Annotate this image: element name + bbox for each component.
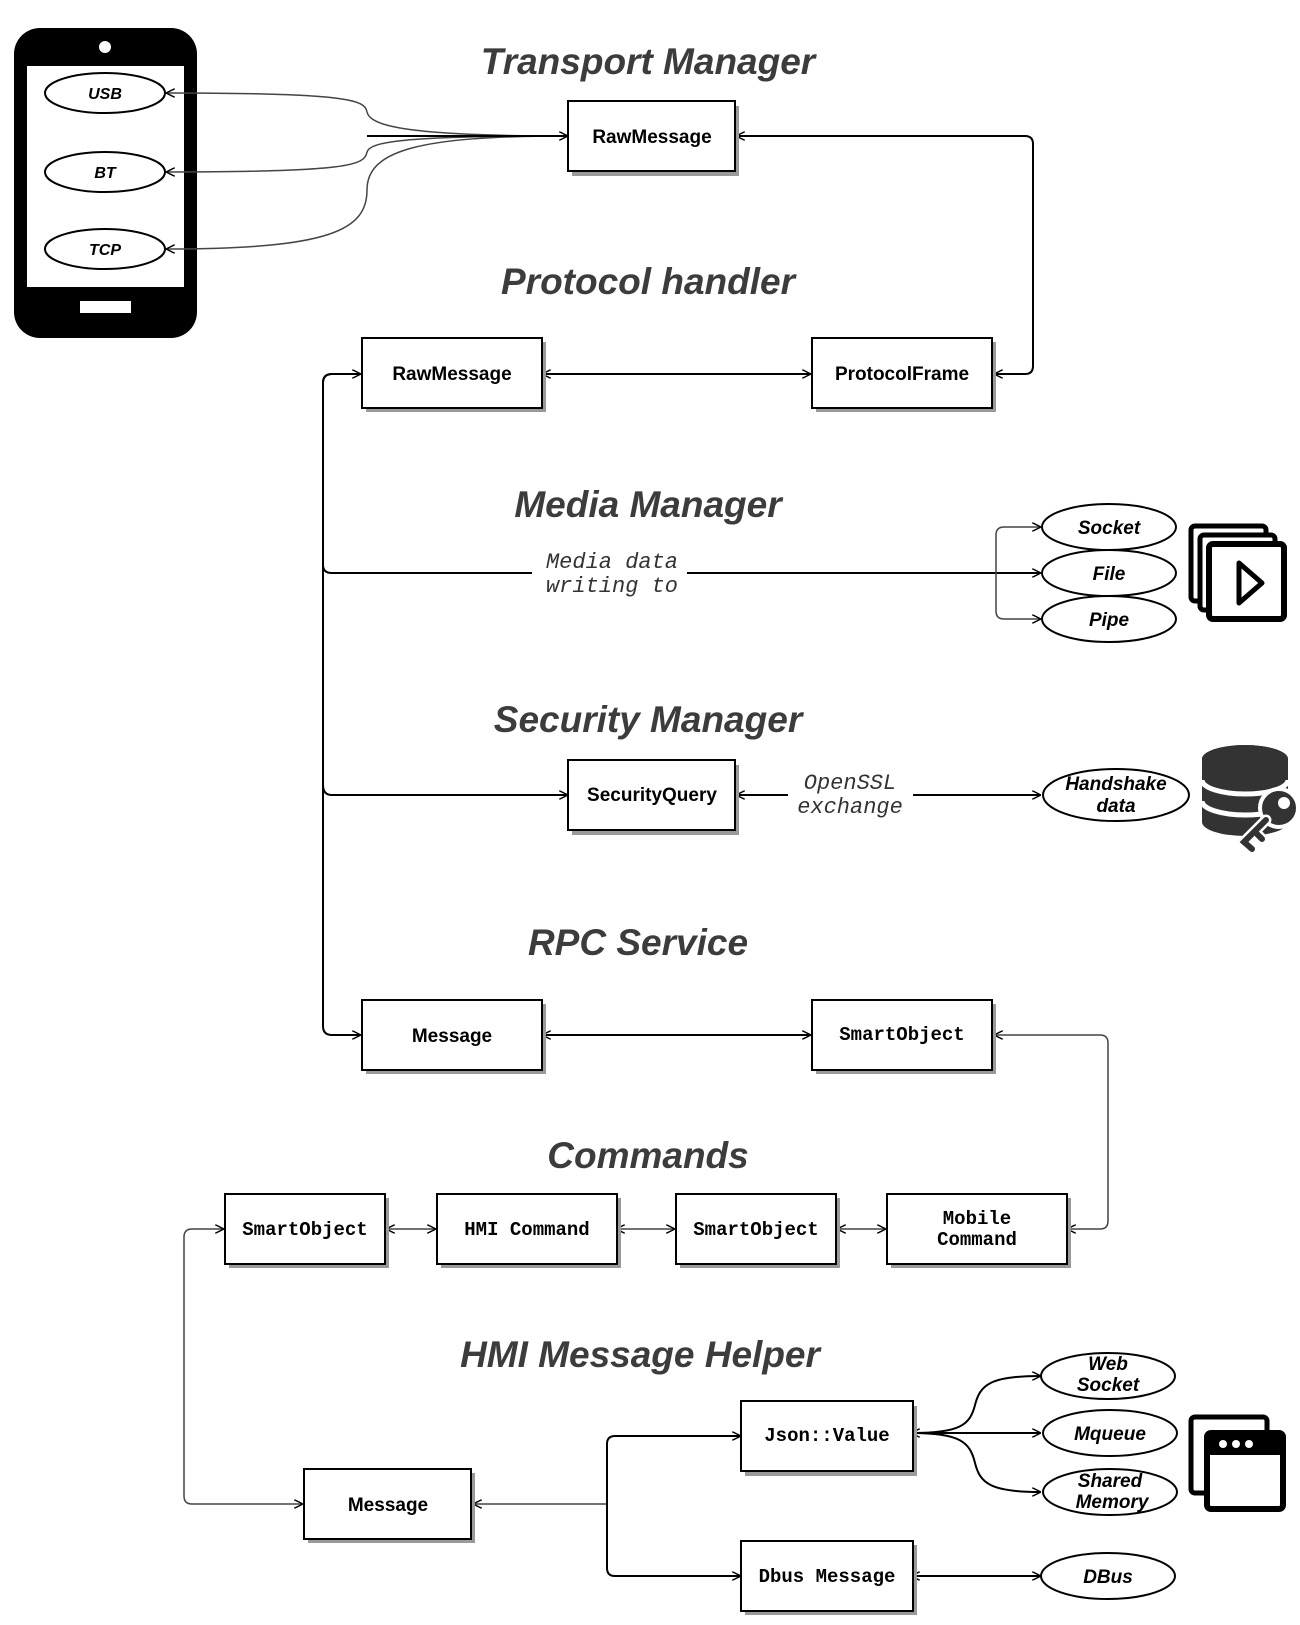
hmi-message-box: Message [303, 1468, 475, 1543]
section-title-hmi-message-helper: HMI Message Helper [460, 1334, 822, 1375]
media-play-icon [1188, 523, 1287, 622]
dbus-message-box: Dbus Message [740, 1540, 917, 1615]
section-title-rpc-service: RPC Service [528, 922, 748, 963]
commands-smartobject-label-2: SmartObject [693, 1219, 818, 1241]
protocolframe-label: ProtocolFrame [835, 364, 969, 385]
edge-usb [167, 93, 568, 137]
rpc-message-box: Message [361, 999, 546, 1074]
edge-json-websocket [912, 1376, 1040, 1433]
mobile-command-label-line1: Mobile [943, 1208, 1011, 1230]
edge-smartobject-hmimessage [183, 1229, 302, 1504]
openssl-edge-label-line2: exchange [797, 795, 903, 820]
handshake-label-line1: Handshake [1065, 774, 1167, 795]
web-socket-ellipse: Web Socket [1040, 1352, 1176, 1400]
openssl-edge-label-line1: OpenSSL [804, 771, 896, 796]
section-title-commands: Commands [547, 1135, 748, 1176]
usb-ellipse: USB [44, 72, 166, 114]
edge-bus-to-message [322, 373, 360, 1035]
handshake-label-line2: data [1096, 796, 1136, 817]
web-socket-label-line2: Socket [1077, 1375, 1140, 1396]
edge-json-sharedmemory [911, 1432, 1040, 1492]
edge-bus-to-rawmessage [322, 374, 360, 384]
edge-branch-jsonvalue [605, 1436, 740, 1505]
rpc-message-label: Message [412, 1026, 492, 1047]
pipe-ellipse: Pipe [1041, 595, 1177, 643]
tcp-label: TCP [89, 242, 121, 259]
json-value-box: Json::Value [740, 1400, 917, 1476]
commands-smartobject-box-2: SmartObject [675, 1193, 840, 1268]
usb-label: USB [88, 86, 122, 103]
mobile-command-box: Mobile Command [886, 1193, 1071, 1268]
socket-label: Socket [1078, 518, 1141, 539]
app-windows-icon [1188, 1414, 1286, 1512]
dbus-label: DBus [1083, 1567, 1133, 1588]
edge-tcp [167, 135, 568, 249]
edge-transport-protocolframe [737, 136, 1034, 374]
tcp-ellipse: TCP [44, 228, 166, 270]
section-title-transport-manager: Transport Manager [481, 41, 818, 82]
json-value-label: Json::Value [764, 1425, 889, 1447]
edge-smartobject-mobilecommand [995, 1035, 1109, 1229]
mqueue-label: Mqueue [1074, 1424, 1146, 1445]
section-title-media-manager: Media Manager [514, 484, 784, 525]
section-title-protocol-handler: Protocol handler [501, 261, 798, 302]
protocol-rawmessage-box: RawMessage [361, 337, 546, 412]
socket-ellipse: Socket [1041, 503, 1177, 551]
file-ellipse: File [1041, 549, 1177, 597]
edge-media-socket-pipe [995, 527, 1040, 619]
hmi-command-box: HMI Command [436, 1193, 621, 1268]
pipe-label: Pipe [1089, 610, 1130, 631]
media-edge-label-line2: writing to [546, 574, 678, 599]
protocol-rawmessage-label: RawMessage [392, 364, 511, 385]
mobile-command-label-line2: Command [937, 1229, 1017, 1251]
rpc-smartobject-label: SmartObject [839, 1024, 964, 1046]
media-edge-label-line1: Media data [546, 550, 678, 575]
mqueue-ellipse: Mqueue [1042, 1409, 1178, 1457]
handshake-data-ellipse: Handshake data [1042, 768, 1190, 822]
shared-memory-label-line2: Memory [1076, 1492, 1150, 1513]
protocolframe-box: ProtocolFrame [811, 337, 996, 412]
edge-bus-to-securityquery [322, 784, 567, 795]
transport-rawmessage-label: RawMessage [592, 127, 711, 148]
file-label: File [1093, 564, 1126, 585]
bt-label: BT [94, 165, 117, 182]
shared-memory-ellipse: Shared Memory [1042, 1468, 1178, 1516]
edge-media-file [322, 564, 1040, 573]
commands-smartobject-label-1: SmartObject [242, 1219, 367, 1241]
web-socket-label-line1: Web [1088, 1354, 1128, 1375]
bt-ellipse: BT [44, 151, 166, 193]
commands-smartobject-box-1: SmartObject [224, 1193, 389, 1268]
edge-branch-dbusmessage [606, 1504, 740, 1576]
shared-memory-label-line1: Shared [1078, 1471, 1143, 1492]
transport-rawmessage-box: RawMessage [567, 100, 739, 176]
dbus-message-label: Dbus Message [759, 1566, 896, 1588]
hmi-command-label: HMI Command [464, 1219, 589, 1241]
rpc-smartobject-box: SmartObject [811, 999, 996, 1074]
edge-bt [167, 135, 568, 172]
hmi-message-label: Message [348, 1495, 428, 1516]
securityquery-label: SecurityQuery [587, 785, 717, 806]
section-title-security-manager: Security Manager [494, 699, 805, 740]
database-key-icon [1199, 745, 1300, 855]
dbus-ellipse: DBus [1040, 1552, 1176, 1600]
securityquery-box: SecurityQuery [567, 759, 739, 835]
